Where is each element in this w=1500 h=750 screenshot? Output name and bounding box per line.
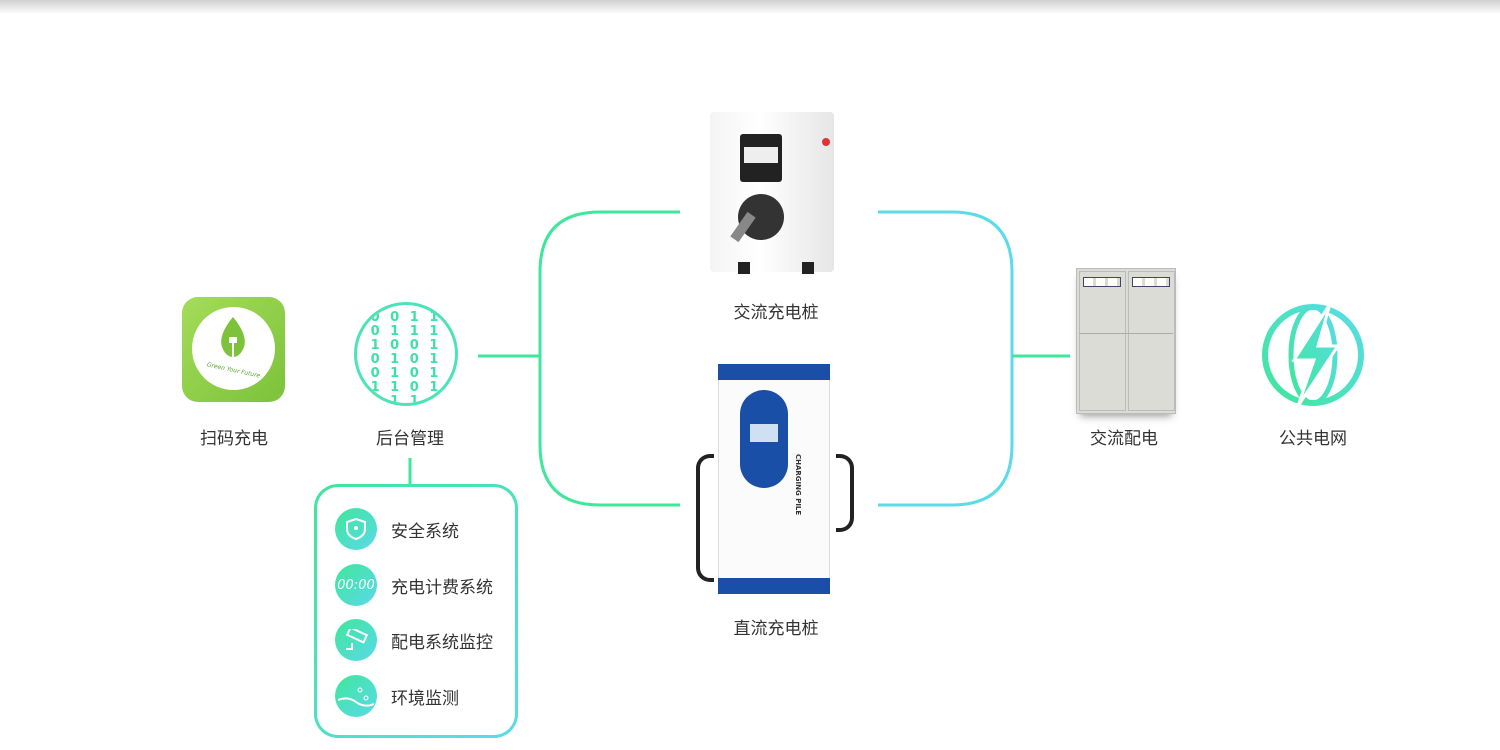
system-label: 安全系统 [391, 521, 459, 542]
backend-binary-globe-icon[interactable]: 0 0 1 1 0 1 1 1 1 0 0 1 0 1 0 1 0 1 0 1 … [354, 302, 458, 406]
system-item-security[interactable]: 安全系统 [335, 507, 459, 551]
system-label: 配电系统监控 [391, 632, 493, 653]
leaf-plug-icon [221, 317, 245, 363]
scan-charge-label: 扫码充电 [200, 429, 268, 449]
environment-icon [335, 675, 377, 717]
public-grid-label: 公共电网 [1279, 429, 1347, 449]
system-item-billing[interactable]: 00:00 充电计费系统 [335, 563, 493, 607]
line-left-loop [538, 210, 680, 507]
scan-charge-app-icon[interactable]: Green Your Future [182, 297, 285, 402]
camera-icon [335, 619, 377, 661]
clock-digital-icon: 00:00 [335, 564, 377, 606]
top-shadow-bar [0, 0, 1500, 14]
ac-charger-label: 交流充电桩 [733, 303, 819, 323]
ac-distribution-cabinet-image[interactable] [1076, 268, 1176, 414]
shield-icon [335, 508, 377, 550]
system-item-distribution-monitor[interactable]: 配电系统监控 [335, 618, 493, 662]
digital-clock-text: 00:00 [337, 577, 375, 593]
globe-lightning-icon[interactable] [1260, 302, 1366, 408]
backend-label: 后台管理 [376, 429, 444, 449]
line-right-loop [878, 210, 1014, 507]
backend-systems-panel: 安全系统 00:00 充电计费系统 配电系统监控 环境监测 [314, 484, 518, 738]
system-label: 环境监测 [391, 688, 459, 709]
dc-charger-image[interactable]: CHARGING PILE [696, 364, 854, 594]
system-label: 充电计费系统 [391, 577, 493, 598]
ac-distribution-label: 交流配电 [1090, 429, 1158, 449]
system-item-environment[interactable]: 环境监测 [335, 674, 459, 718]
dc-charger-label: 直流充电桩 [733, 619, 819, 639]
ac-charger-image[interactable] [710, 112, 834, 274]
binary-text: 0 0 1 1 0 1 1 1 1 0 0 1 0 1 0 1 0 1 0 1 … [370, 310, 442, 406]
charging-pile-text: CHARGING PILE [794, 454, 802, 516]
